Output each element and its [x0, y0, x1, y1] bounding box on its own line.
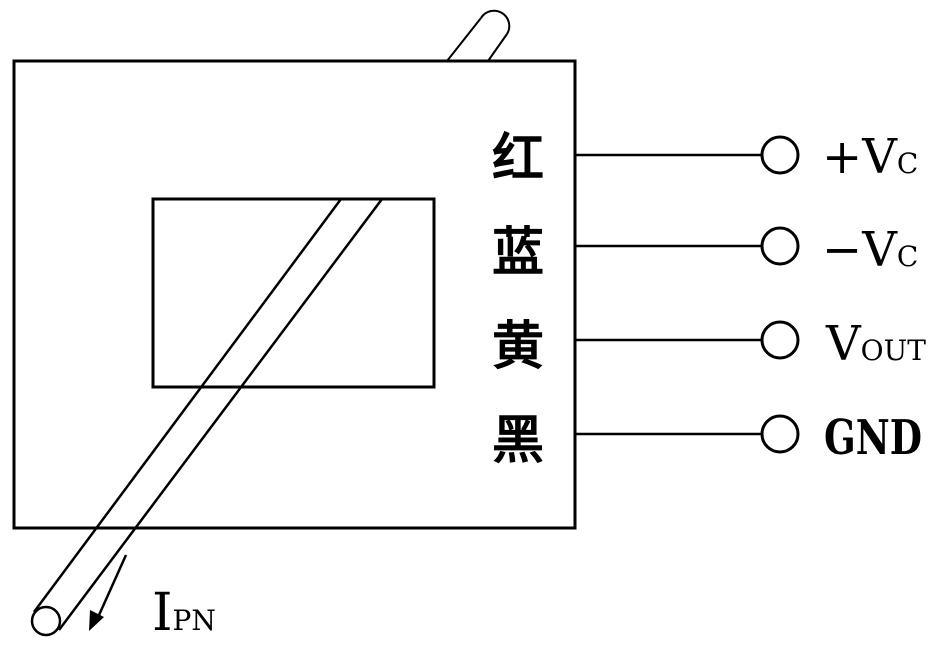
lead-gnd	[575, 414, 800, 454]
terminal-vc-plus	[760, 135, 800, 175]
current-label: IPN	[152, 583, 216, 643]
terminal-label-vc-minus-sub: C	[897, 240, 918, 273]
terminal-vout	[760, 320, 800, 360]
terminal-label-gnd-main: GND	[824, 410, 922, 466]
terminal-label-vc-minus: −VC	[822, 222, 918, 278]
terminal-label-vc-plus-main: +V	[822, 129, 898, 185]
wire-color-black: 黑	[492, 411, 544, 471]
terminal-label-vc-plus-sub: C	[897, 147, 918, 180]
terminal-vc-minus	[760, 226, 800, 266]
terminal-label-vout-main: V	[825, 316, 862, 372]
wire-color-red: 红	[492, 129, 544, 189]
terminal-label-vc-minus-main: −V	[822, 222, 898, 278]
wire-color-blue: 蓝	[492, 223, 544, 283]
current-label-sub: PN	[173, 604, 216, 637]
terminal-label-vout: VOUT	[825, 316, 926, 372]
current-arrow	[89, 554, 128, 631]
conductor-end	[30, 605, 62, 637]
terminal-label-vc-plus: +VC	[822, 129, 918, 185]
terminal-gnd	[760, 414, 800, 454]
lead-vc-minus	[575, 226, 800, 266]
terminal-label-gnd: GND	[824, 410, 922, 466]
core-aperture	[151, 197, 436, 389]
primary-conductor	[30, 198, 384, 637]
terminal-label-vout-sub: OUT	[861, 334, 927, 367]
lead-vout	[575, 320, 800, 360]
current-label-main: I	[152, 583, 173, 643]
wire-color-yellow: 黄	[492, 317, 544, 377]
conductor-top-stub	[446, 9, 511, 62]
lead-vc-plus	[575, 135, 800, 175]
